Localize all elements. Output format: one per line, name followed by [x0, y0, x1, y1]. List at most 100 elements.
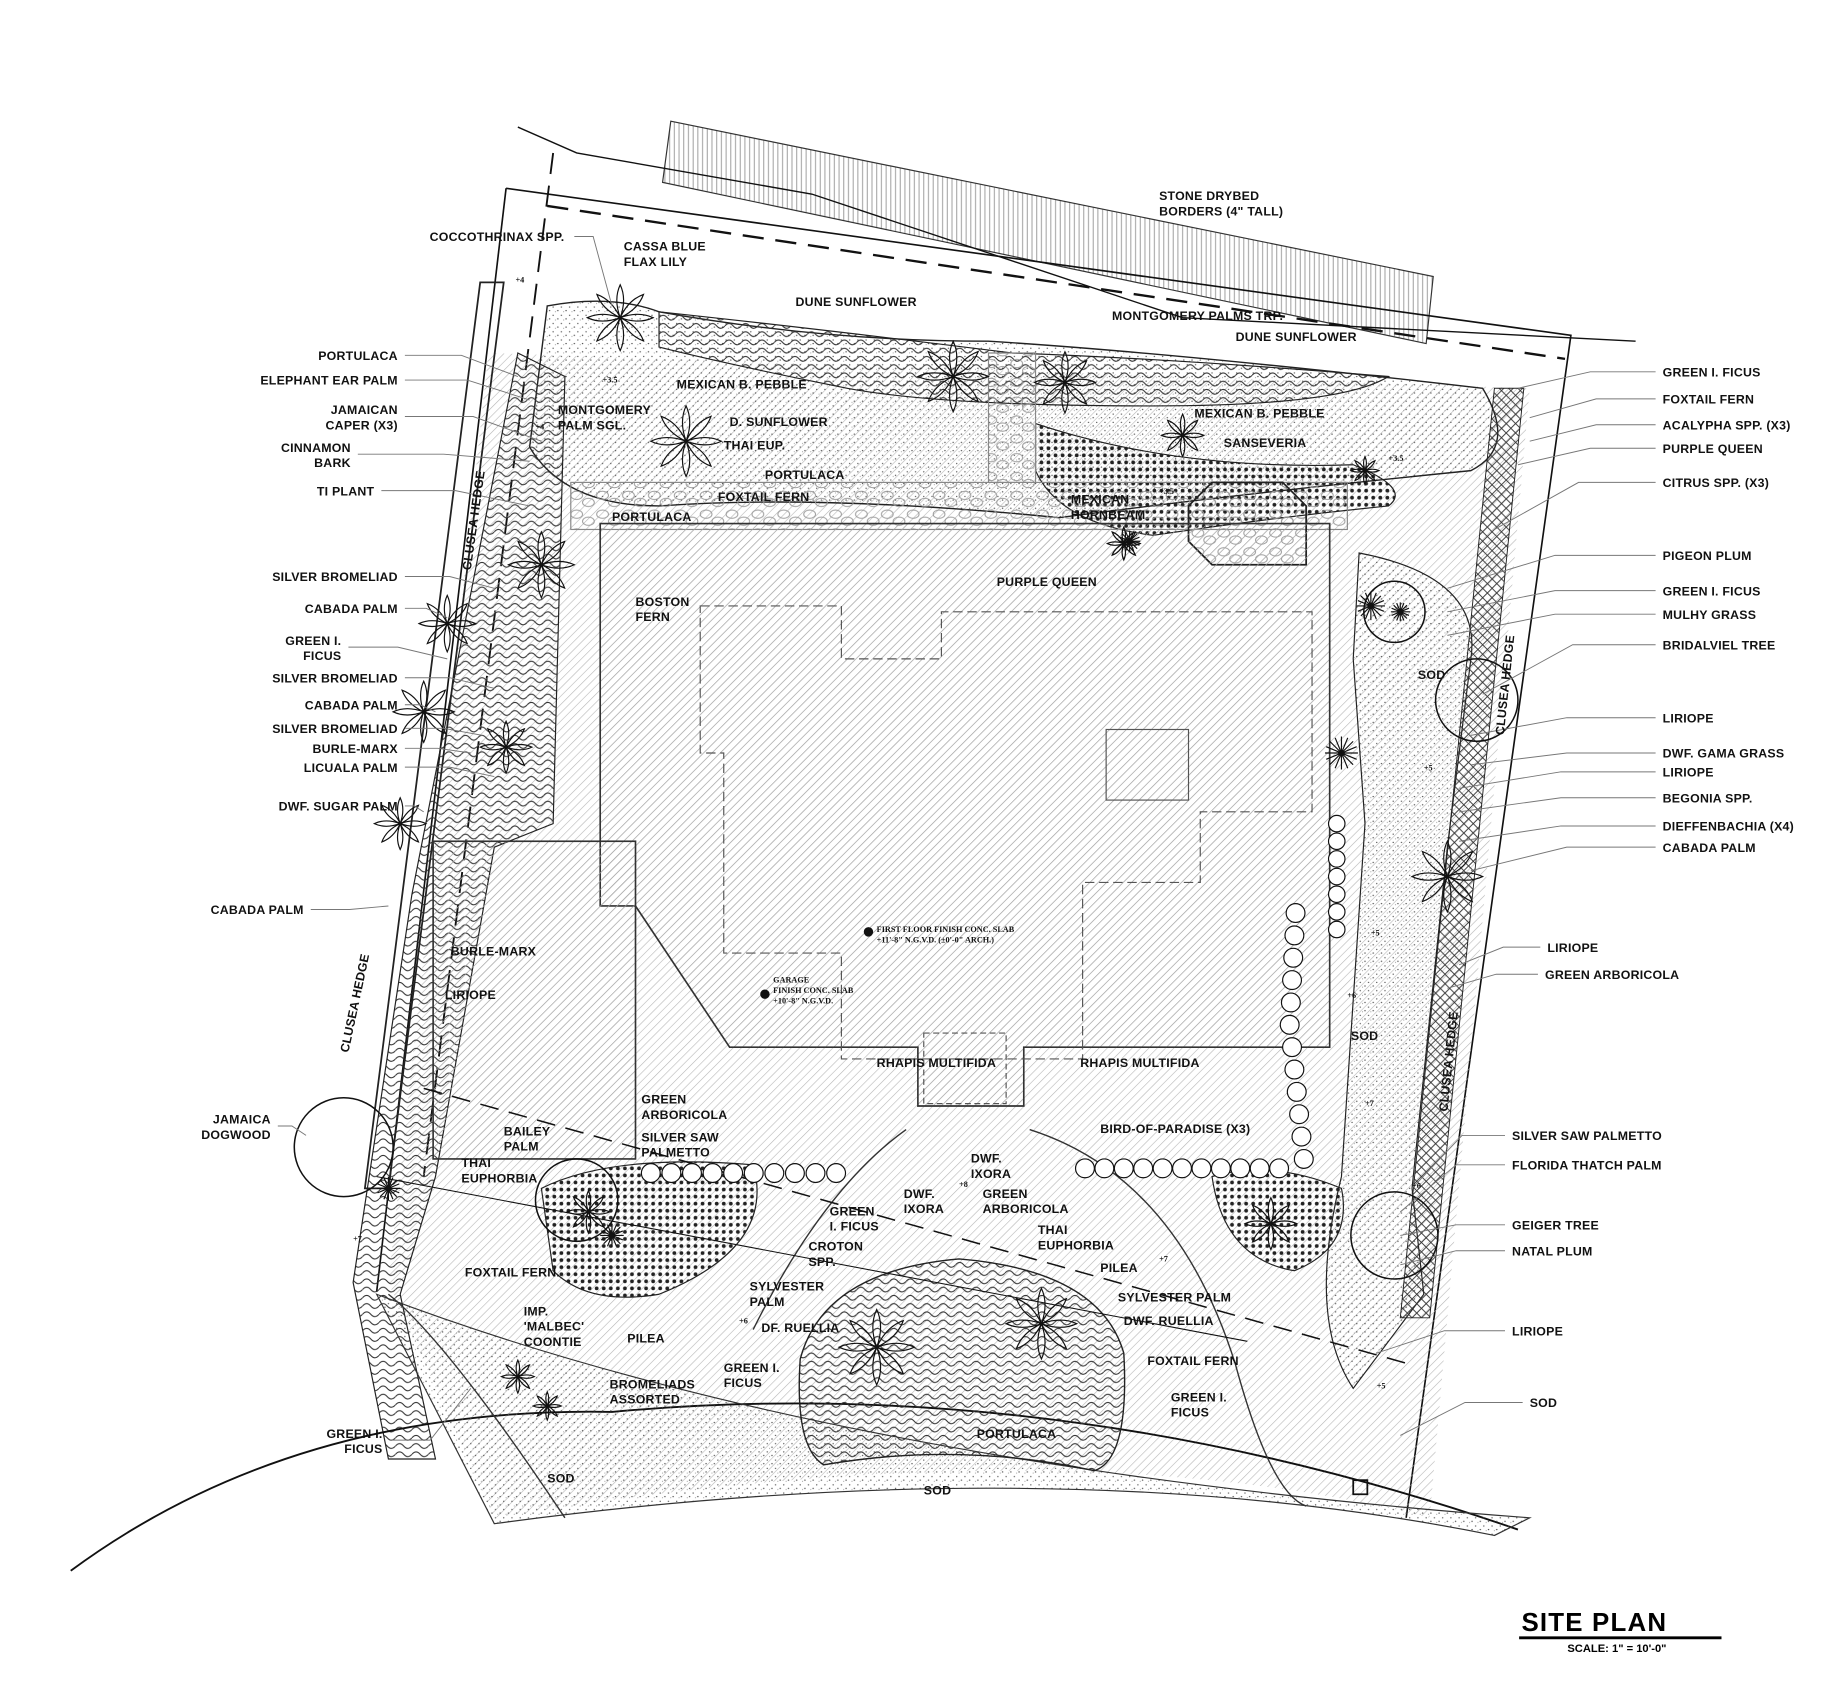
palm-symbol-icon [1349, 455, 1381, 487]
plant-label: FERN [636, 610, 671, 624]
plant-symbols-group [372, 283, 1485, 1422]
leader-line [404, 766, 495, 778]
plant-label: LICUALA PALM [304, 761, 398, 775]
plant-label: DWF. [904, 1187, 935, 1201]
palm-symbol-icon [1410, 839, 1485, 914]
leader-line [1447, 973, 1538, 989]
plant-label: PORTULACA [765, 468, 845, 482]
west-front-walk [387, 1293, 566, 1519]
spiky-plant-icon [600, 1223, 624, 1248]
leader-line [1470, 752, 1656, 766]
plant-label: FICUS [344, 1442, 382, 1456]
spiky-plant-icon [1390, 602, 1410, 622]
plant-label: SYLVESTER PALM [1118, 1290, 1231, 1304]
plant-label: GREEN ARBORICOLA [1545, 968, 1679, 982]
leader-line [1447, 554, 1656, 589]
plant-label: CABADA PALM [305, 698, 398, 712]
shrub-row-group [640, 814, 1346, 1184]
elevation-marker-icon [760, 989, 770, 999]
tree-canopies [293, 580, 1519, 1280]
leader-line [404, 607, 448, 619]
plant-label: PIGEON PLUM [1663, 549, 1752, 563]
elevation-marker-icon [863, 927, 874, 937]
spot-elevation: +4 [515, 275, 524, 284]
leader-line [1399, 1164, 1506, 1213]
leader-line [404, 416, 542, 442]
plant-label: CABADA PALM [1663, 841, 1756, 855]
palm-symbol-icon [372, 796, 428, 851]
plant-label: SILVER SAW [641, 1130, 719, 1144]
shrub-symbol [1230, 1158, 1251, 1179]
plant-label: DWF. GAMA GRASS [1663, 747, 1785, 761]
plant-label: SOD [1351, 1029, 1378, 1043]
plant-label: GEIGER TREE [1512, 1219, 1599, 1233]
leader-line [357, 453, 530, 462]
shrub-symbol [1249, 1158, 1270, 1179]
spiky-plant-icon [1119, 530, 1141, 552]
plant-label: SOD [547, 1472, 574, 1486]
front-stoop [923, 1032, 1007, 1105]
plant-label: GREEN I. [1171, 1390, 1227, 1404]
shrub-symbol [1327, 814, 1346, 833]
bridalveil-tree [1434, 658, 1519, 743]
leader-line [404, 747, 471, 754]
plant-label: RHAPIS MULTIFIDA [877, 1056, 996, 1070]
garage [432, 840, 637, 1160]
palm-symbol-icon [565, 1189, 611, 1235]
slab-label-line: GARAGE [773, 975, 810, 984]
drawing-title: SITE PLAN [1521, 1609, 1667, 1637]
plant-label: SILVER BROMELIAD [272, 722, 398, 736]
plant-label: PORTULACA [612, 510, 692, 524]
plant-label: IXORA [971, 1167, 1011, 1181]
plant-label: GREEN [641, 1093, 686, 1107]
plant-label: DUNE SUNFLOWER [1236, 330, 1357, 344]
plant-label: SOD [924, 1483, 951, 1497]
palm-symbol-icon [837, 1308, 916, 1387]
plant-label: MONTGOMERY PALMS TRP. [1112, 309, 1283, 323]
shrub-symbol [1293, 1148, 1314, 1169]
shrub-symbol [1327, 920, 1346, 939]
palm-symbol-icon [507, 530, 576, 600]
plant-label: BIRD-OF-PARADISE (X3) [1100, 1122, 1250, 1136]
leader-line [1470, 846, 1656, 872]
shrub-symbol [1210, 1158, 1231, 1179]
plant-label: MEXICAN B. PEBBLE [677, 377, 807, 391]
spiky-plant-icon [1356, 591, 1385, 621]
shrub-symbol [1327, 867, 1346, 886]
plant-label: PALMETTO [641, 1146, 710, 1160]
plant-label: PORTULACA [318, 349, 398, 363]
leader-line [1517, 371, 1656, 389]
plant-label: FICUS [303, 649, 341, 663]
plant-label: BURLE-MARX [313, 742, 399, 756]
plant-label: ARBORICOLA [641, 1108, 727, 1122]
leader-line [574, 236, 613, 307]
spot-elevation: +5 [1424, 764, 1433, 773]
plant-label: BEGONIA SPP. [1663, 791, 1753, 805]
plant-label: FLORIDA THATCH PALM [1512, 1159, 1662, 1173]
sod-area [375, 1293, 1532, 1537]
shrub-symbol [661, 1163, 682, 1184]
leader-line [404, 576, 495, 589]
utility-box [1352, 1479, 1369, 1496]
shrub-symbol [640, 1163, 661, 1184]
front-center-bed [798, 1258, 1126, 1472]
plant-label: MONTGOMERY [558, 403, 652, 417]
shrub-symbol [1327, 850, 1346, 868]
shrub-symbol [1152, 1158, 1173, 1179]
plant-label: THAI [461, 1156, 491, 1170]
plant-label: STONE DRYBED [1159, 189, 1259, 203]
spot-elevation: +7 [353, 1234, 362, 1243]
plant-label: IMP. [524, 1304, 549, 1318]
plant-label: CAPER (X3) [326, 418, 398, 432]
stone-drybed-border [661, 120, 1434, 345]
shrub-symbol [1113, 1158, 1134, 1179]
plant-label: DUNE SUNFLOWER [796, 295, 917, 309]
leader-line [1459, 771, 1656, 789]
shrub-symbol [1133, 1158, 1154, 1179]
plant-label: ARBORICOLA [983, 1202, 1069, 1216]
palm-symbol-icon [649, 404, 723, 478]
plant-label: GREEN I. [724, 1361, 780, 1375]
palm-symbol-icon [391, 679, 456, 744]
leader-lines [277, 236, 1656, 1441]
